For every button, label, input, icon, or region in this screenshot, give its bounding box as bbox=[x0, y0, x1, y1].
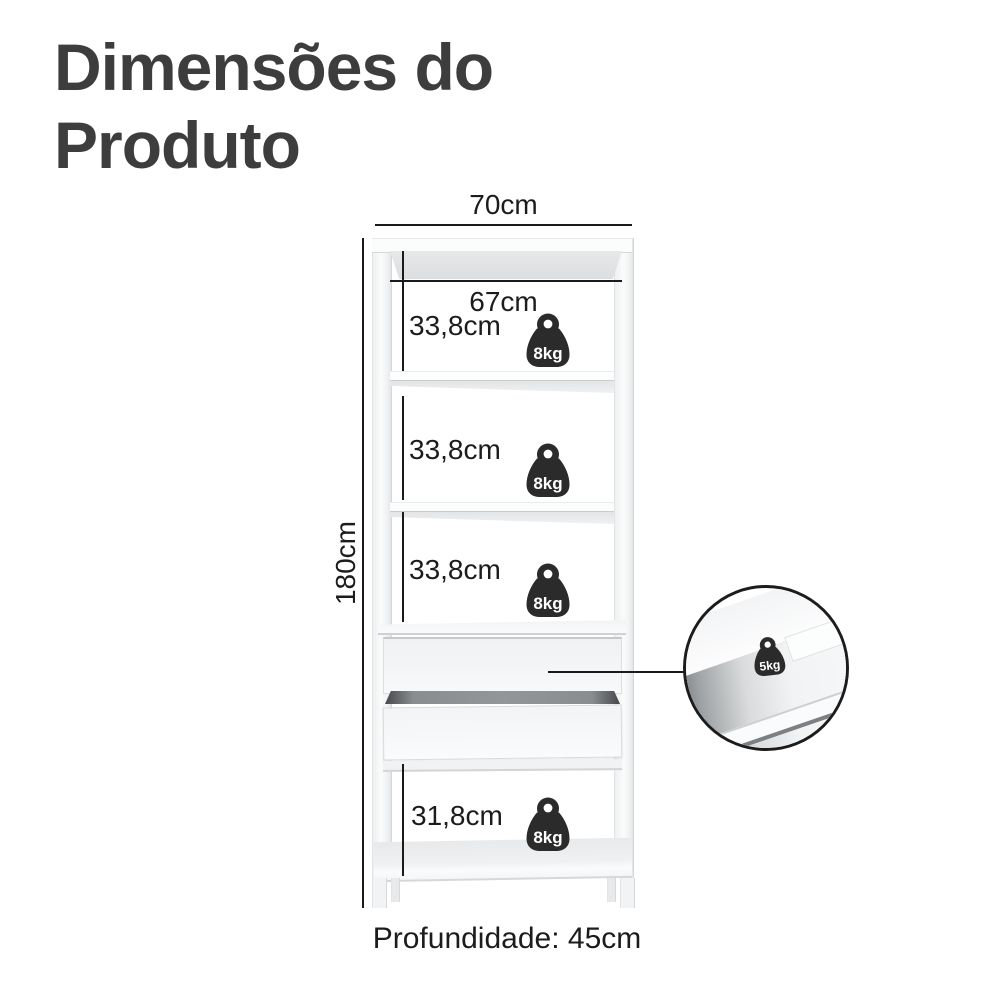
page-title-line-2: Produto bbox=[54, 108, 301, 182]
section-3-height-line bbox=[402, 512, 404, 622]
section-2-height-line bbox=[402, 396, 404, 500]
section-3-height-label: 33,8cm bbox=[409, 554, 501, 585]
bottom-shelf bbox=[374, 837, 632, 883]
drawer-2-front bbox=[382, 704, 623, 761]
cabinet-right-side-panel bbox=[614, 238, 634, 878]
section-2-height-label: 33,8cm bbox=[409, 434, 501, 465]
kettlebell-weight-icon: 8kg bbox=[526, 563, 570, 617]
front-left-leg bbox=[372, 878, 387, 908]
section-1-height-label: 33,8cm bbox=[409, 310, 501, 341]
total-height-line bbox=[362, 238, 364, 908]
open-drawer-interior bbox=[385, 691, 620, 704]
back-left-leg bbox=[391, 878, 400, 902]
kettlebell-weight-icon: 8kg bbox=[526, 313, 570, 367]
shelf-capacity-label: 8kg bbox=[533, 594, 562, 613]
shelf-capacity-label: 8kg bbox=[533, 474, 562, 493]
drawer-capacity-label: 5kg bbox=[759, 658, 781, 674]
cabinet-left-side-panel bbox=[372, 238, 392, 878]
total-width-label: 70cm bbox=[469, 189, 538, 220]
drawer-unit-bottom bbox=[382, 759, 623, 772]
page-title: Dimensões do Produto bbox=[54, 28, 494, 184]
shelf-underside bbox=[390, 512, 614, 524]
drawer-detail-circle: 5kg bbox=[683, 585, 849, 751]
shelf-1 bbox=[390, 371, 614, 393]
drawer-detail-connector-line bbox=[548, 671, 684, 673]
total-width-line bbox=[375, 224, 632, 226]
shelf-capacity-label: 8kg bbox=[533, 828, 562, 847]
shelf-2 bbox=[390, 502, 614, 524]
drawer-1-front bbox=[383, 637, 622, 694]
page-title-line-1: Dimensões do bbox=[54, 30, 494, 104]
shelf-front-edge bbox=[390, 502, 614, 512]
cabinet-top-panel-underside bbox=[390, 251, 622, 279]
drawer-unit-top-edge bbox=[378, 633, 626, 635]
drawer-unit-top-panel bbox=[378, 620, 626, 635]
section-1-height-line bbox=[402, 251, 404, 371]
shelf-underside bbox=[390, 381, 614, 393]
inner-width-label: 67cm bbox=[469, 286, 538, 317]
inner-width-line bbox=[390, 280, 622, 282]
shelf-capacity-label: 8kg bbox=[533, 344, 562, 363]
depth-label: Profundidade: 45cm bbox=[372, 922, 642, 955]
bottom-section-height-label: 31,8cm bbox=[411, 800, 503, 831]
kettlebell-weight-icon: 5kg bbox=[754, 637, 786, 677]
kettlebell-weight-icon: 8kg bbox=[526, 443, 570, 497]
back-right-leg bbox=[607, 878, 616, 902]
shelf-front-edge bbox=[390, 371, 614, 381]
kettlebell-weight-icon: 8kg bbox=[526, 797, 570, 851]
front-right-leg bbox=[620, 878, 635, 908]
bottom-section-height-line bbox=[402, 764, 404, 876]
total-height-label: 180cm bbox=[330, 520, 361, 606]
cabinet-top-panel bbox=[372, 238, 632, 253]
